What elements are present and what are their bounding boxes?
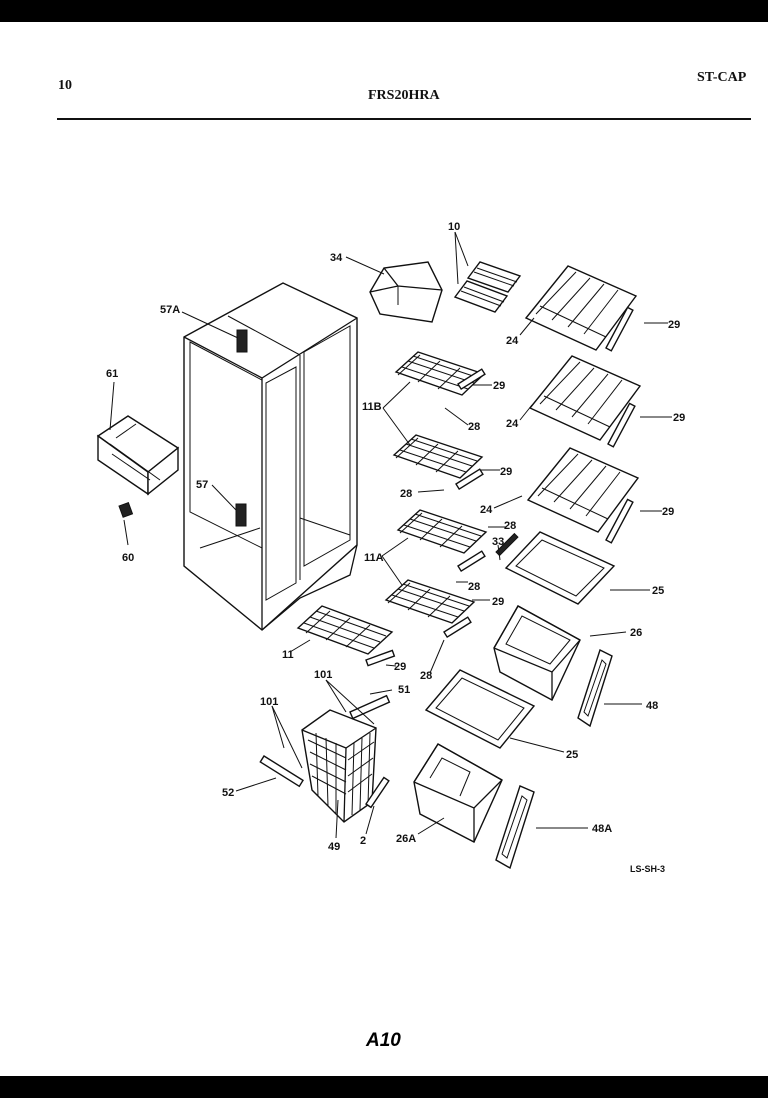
callout-57a: 57A bbox=[160, 304, 180, 316]
crisper-front-48a bbox=[495, 785, 535, 870]
fresh-food-shelf-24-bottom bbox=[526, 447, 640, 544]
callout-49: 49 bbox=[328, 841, 340, 853]
callout-24-bottom: 24 bbox=[480, 504, 493, 516]
ice-bin-part-61 bbox=[96, 415, 180, 518]
callout-28-11b-upper: 28 bbox=[468, 421, 480, 433]
callout-29-11a-lower: 29 bbox=[492, 596, 504, 608]
callout-101-left: 101 bbox=[260, 696, 278, 708]
crisper-cover-25-upper bbox=[495, 531, 616, 605]
callout-26: 26 bbox=[630, 627, 642, 639]
callout-2: 2 bbox=[360, 835, 366, 847]
callout-51: 51 bbox=[398, 684, 410, 696]
callout-11: 11 bbox=[282, 649, 294, 661]
callout-28-11a-lower: 28 bbox=[420, 670, 432, 682]
callout-48: 48 bbox=[646, 700, 658, 712]
callout-28-11b-lower: 28 bbox=[400, 488, 412, 500]
callout-29-bottom-right: 29 bbox=[662, 506, 674, 518]
freezer-shelf-11b-lower bbox=[392, 434, 484, 491]
callout-101-right: 101 bbox=[314, 669, 332, 681]
top-scan-border bbox=[0, 0, 768, 22]
basket-rail-51 bbox=[349, 694, 391, 720]
callout-29-11: 29 bbox=[394, 661, 406, 673]
basket-rail-52 bbox=[259, 755, 304, 788]
callout-61: 61 bbox=[106, 368, 118, 380]
callout-57: 57 bbox=[196, 479, 208, 491]
model-number: FRS20HRA bbox=[368, 88, 440, 103]
callout-34: 34 bbox=[330, 252, 343, 264]
section-code: ST-CAP bbox=[697, 70, 747, 85]
callout-29-middle-right: 29 bbox=[673, 412, 685, 424]
callout-28-upper-cover: 28 bbox=[504, 520, 516, 532]
freezer-shelf-11a-lower bbox=[384, 579, 476, 639]
fresh-food-shelf-24-top bbox=[524, 265, 638, 352]
freezer-shelf-11a-upper bbox=[396, 509, 488, 573]
refrigerator-cabinet bbox=[183, 282, 358, 631]
callout-labels: 10 34 57A 61 57 60 24 29 29 11B 28 24 29… bbox=[106, 221, 685, 874]
callout-25-upper: 25 bbox=[652, 585, 664, 597]
callout-48a: 48A bbox=[592, 823, 612, 835]
callout-25-lower: 25 bbox=[566, 749, 578, 761]
rail-part-2 bbox=[365, 776, 390, 809]
header-rule bbox=[57, 118, 751, 120]
callout-10: 10 bbox=[448, 221, 460, 233]
freezer-shelf-11 bbox=[296, 605, 396, 667]
callout-29-top-right: 29 bbox=[668, 319, 680, 331]
leader-lines bbox=[109, 231, 672, 839]
freezer-basket-part-49 bbox=[301, 709, 377, 823]
fresh-food-shelf-24-middle bbox=[528, 355, 642, 448]
crisper-front-48 bbox=[577, 649, 613, 728]
crisper-cover-25-lower bbox=[424, 669, 536, 749]
page-number: 10 bbox=[58, 78, 72, 93]
crisper-pan-26 bbox=[493, 605, 581, 701]
callout-24-top: 24 bbox=[506, 335, 519, 347]
door-bin-part-34 bbox=[369, 261, 443, 323]
callout-52: 52 bbox=[222, 787, 234, 799]
callout-33: 33 bbox=[492, 536, 504, 548]
callout-60: 60 bbox=[122, 552, 134, 564]
callout-24-middle: 24 bbox=[506, 418, 519, 430]
callout-11b: 11B bbox=[362, 401, 382, 413]
callout-28-11a-upper: 28 bbox=[468, 581, 480, 593]
callout-29-11b-upper: 29 bbox=[493, 380, 505, 392]
callout-26a: 26A bbox=[396, 833, 416, 845]
freezer-shelf-11b-upper bbox=[394, 351, 486, 396]
drawing-code: LS-SH-3 bbox=[630, 864, 665, 874]
egg-tray-part-10 bbox=[453, 261, 522, 313]
bottom-scan-border bbox=[0, 1076, 768, 1098]
page-id: A10 bbox=[366, 1030, 401, 1051]
callout-11a: 11A bbox=[364, 552, 384, 564]
callout-29-11b-lower: 29 bbox=[500, 466, 512, 478]
crisper-pan-26a bbox=[413, 743, 503, 843]
